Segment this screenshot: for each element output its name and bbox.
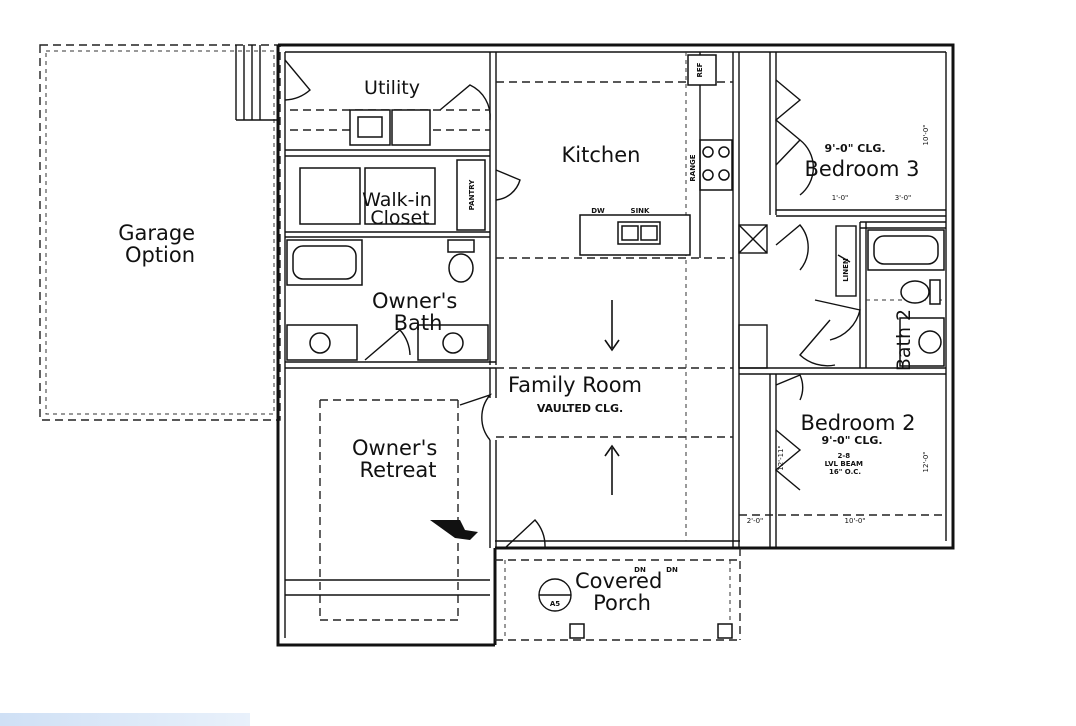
dim-bed2-bottom-left: 2'-0"	[747, 517, 764, 525]
pantry-label: PANTRY	[468, 179, 476, 211]
bath2-tub-icon	[873, 235, 939, 265]
bedroom2-label: Bedroom 2	[800, 411, 915, 435]
fixtures	[286, 52, 945, 540]
family-room-note: VAULTED CLG.	[537, 402, 623, 415]
bedroom2-note: 9'-0" CLG.	[821, 434, 882, 447]
porch-dn-left: DN	[634, 566, 646, 574]
dim-bed3-hall-b: 3'-0"	[895, 194, 912, 202]
linen-label: LINEN	[842, 258, 850, 282]
ceiling-lines	[285, 52, 946, 621]
dw-label: DW	[591, 207, 605, 215]
owners-bath-label: Owner's Bath	[372, 289, 464, 335]
fireplace-icon	[430, 520, 478, 540]
page-bottom-bar	[0, 713, 250, 726]
toilet-icon	[448, 253, 474, 283]
ref-label: REF	[696, 62, 704, 77]
kitchen-label: Kitchen	[562, 143, 641, 167]
exterior-walls	[276, 43, 955, 647]
interior-walls	[285, 52, 946, 548]
walkin-closet-label: Walk-in Closet	[362, 189, 438, 229]
dim-bed3-right: 10'-0"	[922, 124, 930, 145]
bedroom3-note: 9'-0" CLG.	[824, 142, 885, 155]
range-label: RANGE	[689, 154, 697, 181]
vault-arrows	[604, 300, 620, 495]
bed2-beam-note: 2-8 LVL BEAM 16" O.C.	[825, 452, 866, 476]
dim-bed2-bottom-right: 10'-0"	[844, 517, 865, 525]
bedroom3-label: Bedroom 3	[804, 157, 919, 181]
garage-option	[39, 44, 281, 421]
owners-retreat-label: Owner's Retreat	[352, 436, 444, 482]
sink-icon	[309, 332, 331, 354]
family-room-label: Family Room	[508, 373, 642, 397]
dim-bed2-side: 12'-11"	[777, 445, 785, 470]
covered-porch	[495, 548, 741, 641]
garage-label: Garage Option	[118, 221, 202, 267]
dryer-icon	[391, 109, 431, 146]
dim-bed2-right: 12'-0"	[922, 451, 930, 472]
porch-section-label: A5	[550, 600, 560, 608]
utility-label: Utility	[364, 77, 420, 99]
dim-bed3-hall-a: 1'-0"	[832, 194, 849, 202]
refrigerator-icon	[687, 54, 717, 86]
sink-label: SINK	[631, 207, 651, 215]
bath2-label: Bath 2	[893, 309, 915, 371]
doors	[284, 59, 861, 549]
porch-dn-right: DN	[666, 566, 678, 574]
covered-porch-label: Covered Porch	[575, 569, 669, 615]
